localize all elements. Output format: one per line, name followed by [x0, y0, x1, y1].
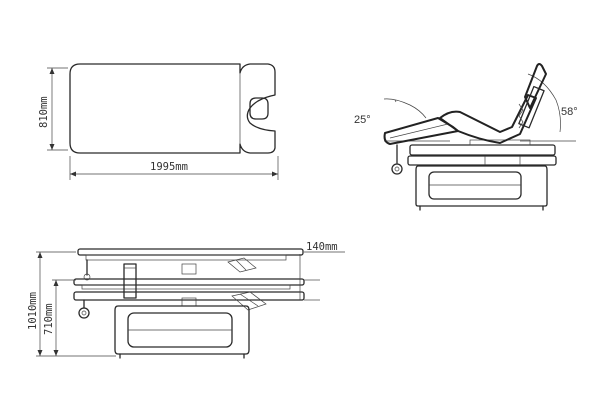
legrest-angle-label: 25°	[354, 114, 371, 126]
backrest-angle-label: 58°	[561, 106, 578, 118]
side-view-caster	[391, 163, 403, 175]
top-view: 810mm 1995mm	[38, 63, 279, 180]
front-view-base	[114, 305, 250, 355]
front-view-top-max	[77, 248, 304, 256]
front-view: 140mm 1010mm 710mm	[27, 241, 345, 359]
legrest-angle-arc	[383, 98, 427, 119]
offset-dimension-label: 140mm	[306, 241, 338, 253]
max-height-dimension-label: 1010mm	[27, 292, 39, 330]
side-view: 25° 58°	[354, 63, 578, 211]
side-view-backrest	[524, 63, 547, 109]
side-view-base	[415, 165, 548, 207]
backrest-angle-arc	[527, 73, 561, 133]
top-view-table-outline	[69, 63, 276, 154]
length-dimension-label: 1995mm	[150, 161, 188, 173]
min-height-dimension-label: 710mm	[43, 303, 55, 335]
side-view-seat	[439, 94, 537, 144]
front-view-top-min	[73, 278, 305, 286]
front-view-caster	[78, 307, 90, 319]
top-view-face-hole	[249, 97, 269, 120]
width-dimension-label: 810mm	[38, 96, 50, 128]
